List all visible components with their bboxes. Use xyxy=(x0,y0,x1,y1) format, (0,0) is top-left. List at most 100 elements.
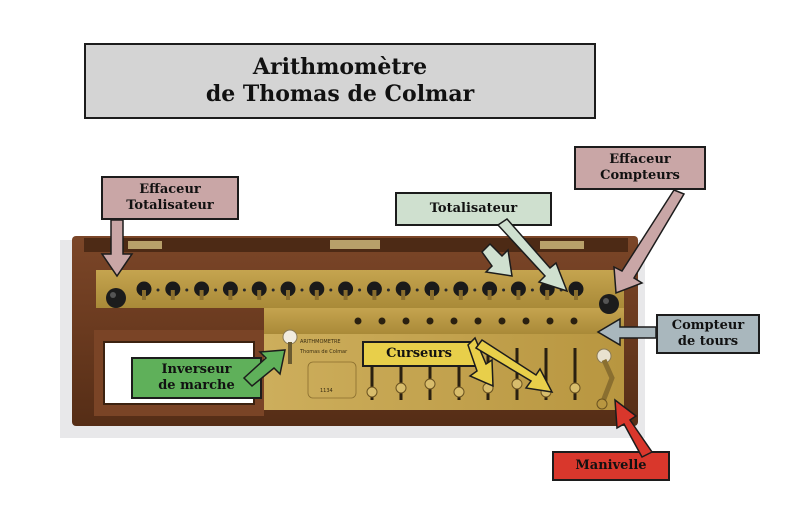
hinge-center xyxy=(330,240,380,249)
label-manivelle-text: Manivelle xyxy=(575,458,647,473)
slider-knob xyxy=(395,382,407,394)
totalisateur-window xyxy=(136,281,152,297)
knob-highlight-right xyxy=(603,298,609,304)
label-effaceur-compteurs: Effaceur Compteurs xyxy=(574,146,706,190)
slider-knob xyxy=(569,382,581,394)
totalisateur-window xyxy=(510,281,526,297)
counter-window xyxy=(522,317,530,325)
totalisateur-window xyxy=(366,281,382,297)
slider-slot xyxy=(428,348,432,400)
slider-slot xyxy=(573,348,577,400)
totalisateur-button xyxy=(199,290,204,300)
label-totalisateur-text: Totalisateur xyxy=(429,201,518,216)
counter-window xyxy=(474,317,482,325)
hinge-left xyxy=(128,241,162,249)
label-compteur-de-tours-line1: Compteur xyxy=(671,318,745,333)
title-line-1: Arithmomètre xyxy=(252,54,428,80)
separator-dot xyxy=(242,288,246,292)
totalisateur-window xyxy=(338,281,354,297)
totalisateur-window xyxy=(453,281,469,297)
separator-dot xyxy=(185,288,189,292)
label-curseurs-text: Curseurs xyxy=(386,346,452,361)
label-effaceur-totalisateur: Effaceur Totalisateur xyxy=(101,176,239,220)
totalisateur-button xyxy=(545,290,550,300)
slider-knob xyxy=(366,386,378,398)
totalisateur-window xyxy=(309,281,325,297)
totalisateur-window xyxy=(568,281,584,297)
totalisateur-button xyxy=(487,290,492,300)
separator-dot xyxy=(444,288,448,292)
totalisateur-window xyxy=(165,281,181,297)
plate-serial: 1134 xyxy=(320,388,333,394)
arrow-effaceur-compteurs xyxy=(613,189,686,295)
slider-knob xyxy=(453,386,465,398)
totalisateur-button xyxy=(286,290,290,300)
totalisateur-window xyxy=(280,281,296,297)
label-inverseur-de-marche: Inverseur de marche xyxy=(131,357,262,399)
plate-inscription-1: ARITHMOMETRE xyxy=(300,339,341,345)
totalisateur-window xyxy=(194,281,210,297)
separator-dot xyxy=(214,288,218,292)
label-manivelle: Manivelle xyxy=(552,451,670,481)
totalisateur-button xyxy=(228,290,233,300)
label-effaceur-compteurs-line1: Effaceur xyxy=(609,152,671,167)
title-box: Arithmomètre de Thomas de Colmar xyxy=(84,43,596,119)
counter-window xyxy=(378,317,386,325)
title-line-2: de Thomas de Colmar xyxy=(205,81,475,107)
knob-highlight-left xyxy=(110,292,116,298)
label-effaceur-totalisateur-line2: Totalisateur xyxy=(126,198,214,213)
totalisateur-button xyxy=(401,290,406,300)
counter-window xyxy=(570,317,578,325)
plate-inscription-2: Thomas de Colmar xyxy=(299,349,348,355)
label-effaceur-compteurs-line2: Compteurs xyxy=(600,168,680,183)
crank-arm xyxy=(599,358,615,405)
arrow-manivelle xyxy=(614,398,654,458)
slider-knob xyxy=(511,378,523,390)
totalisateur-window xyxy=(251,281,267,297)
inverseur-stem xyxy=(288,342,292,364)
totalisateur-button xyxy=(458,290,463,300)
arrow-compteur-de-tours xyxy=(596,317,657,347)
counter-window xyxy=(546,317,554,325)
arrow-effaceur-totalisateur xyxy=(100,219,134,278)
slider-slot xyxy=(457,348,461,400)
totalisateur-window xyxy=(482,281,498,297)
label-curseurs: Curseurs xyxy=(362,341,476,367)
separator-dot xyxy=(358,288,362,292)
totalisateur-button xyxy=(314,290,319,300)
maker-cartouche xyxy=(307,361,357,399)
totalisateur-button xyxy=(574,290,578,300)
counter-window xyxy=(450,317,458,325)
slider-knob xyxy=(424,378,436,390)
totalisateur-button xyxy=(343,290,348,300)
separator-dot xyxy=(415,288,419,292)
separator-dot xyxy=(156,288,160,292)
counter-window xyxy=(498,317,506,325)
arrow-inverseur-de-marche xyxy=(242,349,286,388)
totalisateur-window xyxy=(424,281,440,297)
separator-dot xyxy=(473,288,477,292)
middle-brass-strip xyxy=(264,308,624,334)
totalisateur-button xyxy=(516,290,521,300)
totalisateur-button xyxy=(372,290,377,300)
slider-slot xyxy=(544,348,548,400)
arrow-totalisateur-1 xyxy=(481,242,513,277)
separator-dot xyxy=(502,288,506,292)
totalisateur-button xyxy=(257,290,262,300)
totalisateur-window xyxy=(222,281,238,297)
label-effaceur-totalisateur-line1: Effaceur xyxy=(139,182,201,197)
totalisateur-window xyxy=(395,281,411,297)
slider-slot xyxy=(399,348,403,400)
crank-base xyxy=(596,398,608,410)
separator-dot xyxy=(271,288,275,292)
label-compteur-de-tours-line2: de tours xyxy=(677,334,739,349)
slider-slot xyxy=(515,348,519,400)
arrow-totalisateur-2 xyxy=(496,218,569,293)
arrow-curseurs-1 xyxy=(467,336,494,388)
totalisateur-button xyxy=(170,290,175,300)
counter-window xyxy=(426,317,434,325)
counter-window xyxy=(402,317,410,325)
totalisateur-button xyxy=(430,290,434,300)
separator-dot xyxy=(530,288,534,292)
